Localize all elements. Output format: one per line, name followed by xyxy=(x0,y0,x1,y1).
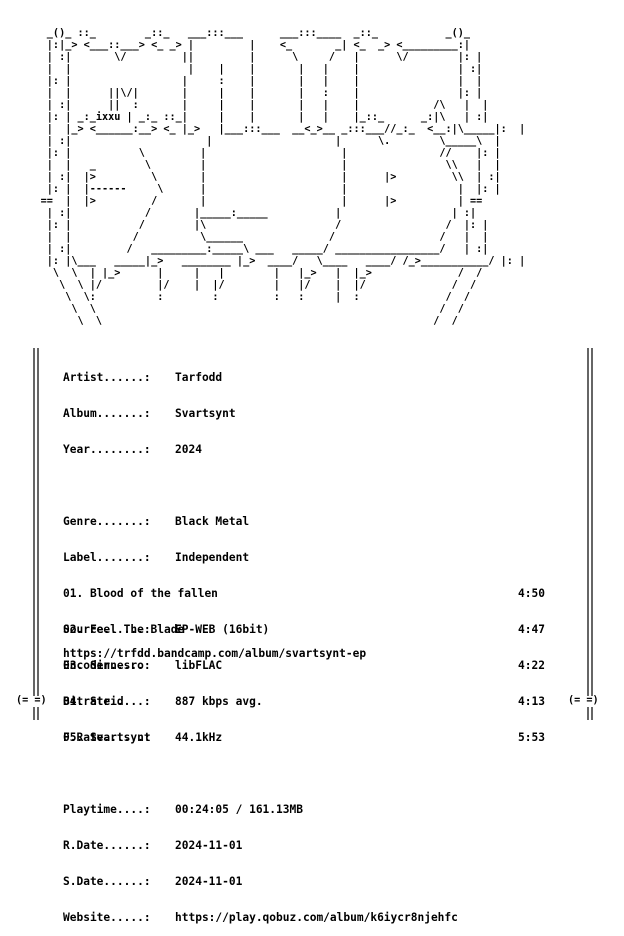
ascii-logo-line: |: | \ | | // |: | xyxy=(10,148,501,159)
ascii-logo-line: | :| || : | | | | | | /\ | | xyxy=(10,100,489,111)
info-value: Tarfodd xyxy=(175,371,223,384)
info-row-sdate: S.Date......: 2024-11-01 xyxy=(63,876,458,888)
info-label: Year........: xyxy=(63,443,151,456)
ascii-logo-line: \ \ | |_> | | | | |_> | |_> / / xyxy=(10,268,483,279)
info-value: Independent xyxy=(175,551,250,564)
info-value: Black Metal xyxy=(175,515,250,528)
info-value: 887 kbps avg. xyxy=(175,695,263,708)
info-label: S.Date......: xyxy=(63,875,151,888)
track-title: 04. Strid xyxy=(63,695,124,708)
info-row-artist: Artist......: Tarfodd xyxy=(63,372,458,384)
track-duration: 4:13 xyxy=(518,695,545,708)
ascii-logo-line: \ \ / / xyxy=(10,316,458,327)
info-label: F.Rate......: xyxy=(63,731,151,744)
info-label: R.Date......: xyxy=(63,839,151,852)
track-duration: 4:22 xyxy=(518,659,545,672)
info-value: 44.1kHz xyxy=(175,731,223,744)
ascii-logo-line: | :| | | \. \_____\ | xyxy=(10,136,501,147)
ascii-logo-line: _()_ ::_ _::_ ___:::___ ___:::____ _::_ … xyxy=(10,28,471,39)
info-row-label: Label.......: Independent xyxy=(63,552,458,564)
ascii-logo-line: | :| / |_____:_____ | | :| xyxy=(10,208,477,219)
track-title: 03. Sinnesro xyxy=(63,659,144,672)
info-label: Source......: xyxy=(63,623,151,636)
frame-borders xyxy=(33,348,593,720)
info-row-encoder: Encoder.....: libFLAC xyxy=(63,660,458,672)
ascii-logo-line: | | / \______ / / | | xyxy=(10,232,489,243)
tracklist: 01. Blood of the fallen 4:50 02. Feel The… xyxy=(63,564,545,756)
info-row-bitrate: Bitrate.....: 887 kbps avg. xyxy=(63,696,458,708)
info-value: 2024-11-01 xyxy=(175,875,243,888)
track-title: 02. Feel The Blade xyxy=(63,623,185,636)
ascii-logo-line: | | _ \ | | \\ | | xyxy=(10,160,501,171)
info-value: 00:24:05 / 161.13MB xyxy=(175,803,303,816)
info-value: EP-WEB (16bit) xyxy=(175,623,270,636)
ascii-logo-line: |: |\___ _____|_> ________ |_> ____/ \__… xyxy=(10,256,526,267)
ascii-logo-line: | | ||\/| | | | | : | |: | xyxy=(10,88,483,99)
info-label: Website.....: xyxy=(63,911,151,924)
info-row-playtime: Playtime....: 00:24:05 / 161.13MB xyxy=(63,804,458,816)
frame-left-cap: (= =) xyxy=(16,695,47,706)
ascii-logo-line: | :| / _________:_____\ ___ _____/ _____… xyxy=(10,244,489,255)
info-value: 2024 xyxy=(175,443,202,456)
track-duration: 4:47 xyxy=(518,623,545,636)
ascii-logo: _()_ ::_ _::_ ___:::___ ___:::____ _::_ … xyxy=(10,28,526,328)
info-row-genre: Genre.......: Black Metal xyxy=(63,516,458,528)
track-row: 05. Svartsynt 5:53 xyxy=(63,732,545,744)
track-row: 02. Feel The Blade 4:47 xyxy=(63,624,545,636)
ascii-logo-line: | |_> <______:__> <_ |_> |___:::___ __<_… xyxy=(10,124,526,135)
website-link[interactable]: https://play.qobuz.com/album/k6iycr8njeh… xyxy=(175,911,458,924)
ascii-logo-line: | :| \/ || | \ / | \/ |: | xyxy=(10,52,483,63)
track-row: 04. Strid 4:13 xyxy=(63,696,545,708)
info-value: 2024-11-01 xyxy=(175,839,243,852)
info-row-website: Website.....: https://play.qobuz.com/albu… xyxy=(63,912,458,924)
ascii-logo-line: |: | |------ \ | | | |: | xyxy=(10,184,501,195)
ascii-logo-line: |: | / |\ / / |: | xyxy=(10,220,489,231)
ascii-logo-line: \ \ / / xyxy=(10,304,464,315)
ascii-logo-line: |: | | : | | | | | | xyxy=(10,76,483,87)
info-row-source: Source......: EP-WEB (16bit) xyxy=(63,624,458,636)
info-row-year: Year........: 2024 xyxy=(63,444,458,456)
ascii-logo-line: == | |> / | | |> | == xyxy=(10,196,483,207)
track-duration: 4:50 xyxy=(518,587,545,600)
ascii-logo-line: \ \: : : : : | : / / xyxy=(10,292,471,303)
track-row: 03. Sinnesro 4:22 xyxy=(63,660,545,672)
ascii-logo-line: | :| |> \ | | |> \\ | :| xyxy=(10,172,501,183)
ascii-logo-line: \ \ |/ |/ | |/ | |/ | |/ / / xyxy=(10,280,477,291)
info-row-frate: F.Rate......: 44.1kHz xyxy=(63,732,458,744)
info-label: Encoder.....: xyxy=(63,659,151,672)
info-label: Label.......: xyxy=(63,551,151,564)
track-title: 01. Blood of the fallen xyxy=(63,587,218,600)
info-label: Genre.......: xyxy=(63,515,151,528)
info-label: Artist......: xyxy=(63,371,151,384)
track-title: 05. Svartsynt xyxy=(63,731,151,744)
bandcamp-link[interactable]: https://trfdd.bandcamp.com/album/svartsy… xyxy=(63,647,367,660)
track-row: 01. Blood of the fallen 4:50 xyxy=(63,588,545,600)
ascii-logo-line: |: | _:_ixxu | _:_ ::_| | | | | |_::_ _:… xyxy=(10,112,489,123)
ascii-logo-line: |:|_> <___::___> <_ _> | | <_ _| <_ _> <… xyxy=(10,40,471,51)
frame-right-cap: (= =) xyxy=(568,695,599,706)
info-row-album: Album.......: Svartsynt xyxy=(63,408,458,420)
info-label: Bitrate.....: xyxy=(63,695,151,708)
info-value: libFLAC xyxy=(175,659,223,672)
ascii-logo-line: | | | | | | | | | :| xyxy=(10,64,483,75)
info-label: Album.......: xyxy=(63,407,151,420)
info-value: Svartsynt xyxy=(175,407,236,420)
info-label: Playtime....: xyxy=(63,803,151,816)
info-row-rdate: R.Date......: 2024-11-01 xyxy=(63,840,458,852)
track-duration: 5:53 xyxy=(518,731,545,744)
